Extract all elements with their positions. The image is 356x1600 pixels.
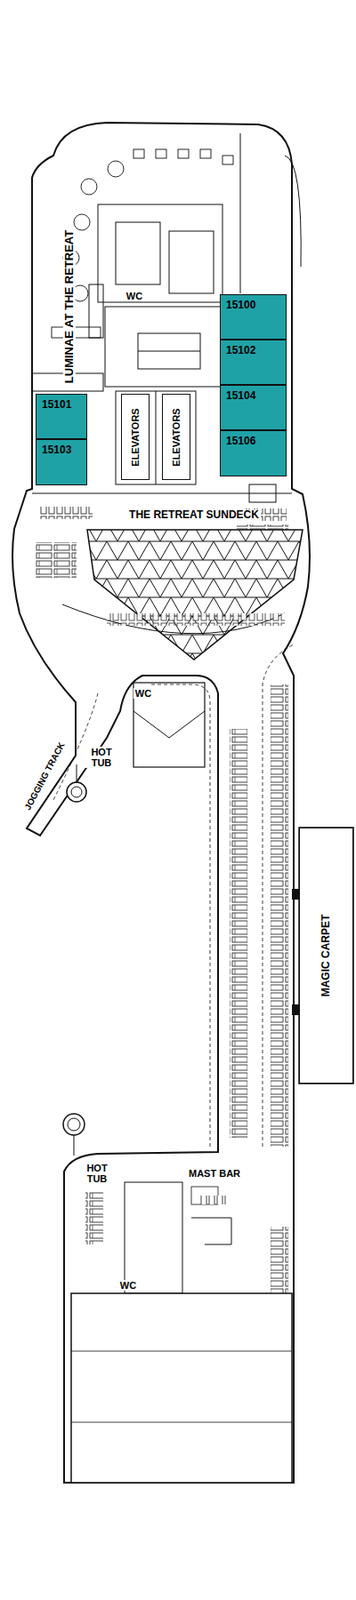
area-label: WC	[118, 1281, 138, 1293]
area-name: ELEVATORS	[129, 408, 141, 467]
magic-carpet-box: MAGIC CARPET	[299, 828, 354, 1085]
area-label: WC	[133, 688, 154, 700]
area-label: LUMINAE AT THE RETREAT	[63, 228, 76, 386]
area-label: THE RETREAT SUNDECK	[127, 509, 261, 522]
area-name: ELEVATORS	[170, 408, 182, 467]
cabin-number: 15100	[226, 299, 256, 312]
cabin-number: 15103	[41, 444, 72, 457]
cabin-number: 15101	[41, 398, 72, 412]
cabin-number: 15106	[226, 435, 256, 448]
cabin-box: 15106	[219, 430, 287, 478]
cabin-box: 15103	[35, 439, 88, 486]
area-label: MAST BAR	[186, 1169, 243, 1181]
cabin-box: 15100	[219, 294, 287, 340]
elevator-box: ELEVATORS	[121, 394, 150, 481]
area-label: WC	[124, 291, 145, 302]
elevator-box: ELEVATORS	[161, 394, 191, 481]
cabin-box: 15104	[219, 385, 287, 431]
cabin-number: 15102	[226, 344, 256, 357]
cabin-number: 15104	[226, 389, 256, 403]
area-label: HOT TUB	[80, 1164, 114, 1186]
area-name: MAGIC CARPET	[320, 915, 333, 999]
cabin-box: 15102	[219, 339, 287, 386]
cabin-box: 15101	[35, 394, 88, 440]
area-label: HOT TUB	[84, 747, 119, 769]
